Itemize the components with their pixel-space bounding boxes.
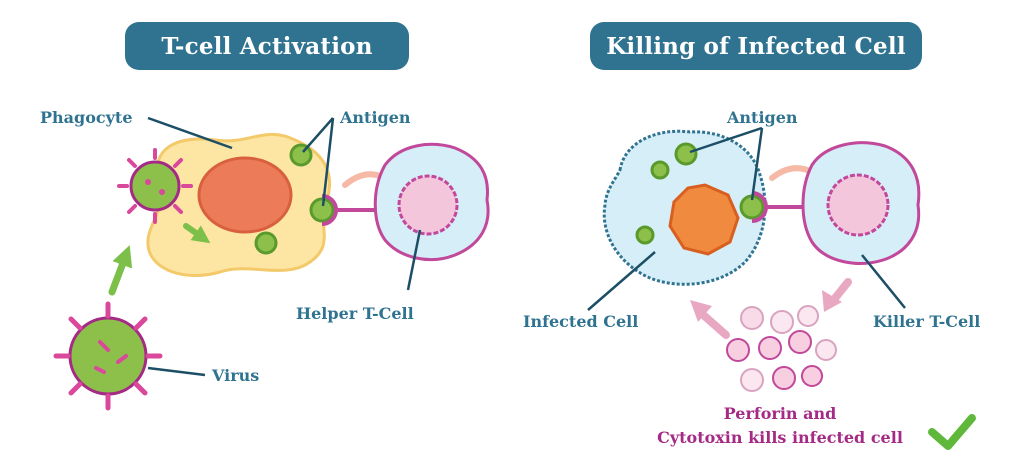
infected-cell xyxy=(602,129,767,286)
label-antigen-right: Antigen xyxy=(727,108,798,127)
label-antigen-left: Antigen xyxy=(340,108,411,127)
helper-t-cell xyxy=(373,142,490,262)
arrow-virus-to-phagocyte xyxy=(108,245,133,296)
leader-lines-left xyxy=(147,116,422,377)
check-icon xyxy=(928,414,976,450)
title-t-cell-activation: T-cell Activation xyxy=(125,22,409,70)
perforin-granules xyxy=(726,305,837,392)
label-infected-cell: Infected Cell xyxy=(523,312,639,331)
label-perforin-line2: Cytotoxin kills infected cell xyxy=(657,428,903,447)
virus xyxy=(53,301,163,411)
killer-t-cell xyxy=(801,141,921,265)
antigen-left-2 xyxy=(309,197,335,223)
label-virus: Virus xyxy=(212,366,260,385)
label-killer-t-cell: Killer T-Cell xyxy=(873,312,981,331)
title-killing-infected-cell: Killing of Infected Cell xyxy=(590,22,922,70)
phagocyte-cell xyxy=(146,132,332,277)
label-helper-t-cell: Helper T-Cell xyxy=(296,304,414,323)
label-perforin-line1: Perforin and xyxy=(723,404,837,423)
label-phagocyte: Phagocyte xyxy=(40,108,133,127)
engulfed-virus xyxy=(117,148,193,224)
leader-lines-right xyxy=(587,126,906,311)
arrows-pink xyxy=(690,278,852,339)
